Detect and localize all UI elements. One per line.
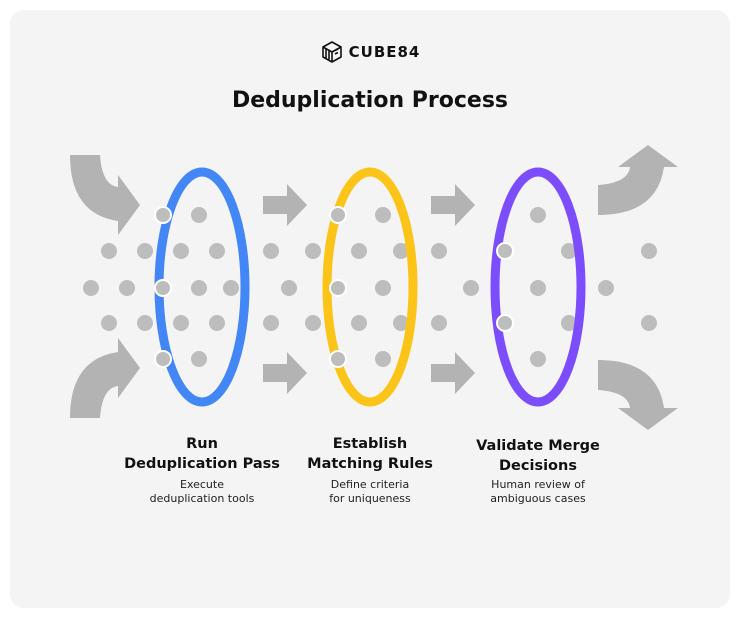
dot bbox=[561, 315, 577, 331]
dot bbox=[83, 280, 99, 296]
dot bbox=[154, 206, 172, 224]
dot bbox=[530, 207, 546, 223]
stage-label-line: Validate Merge bbox=[476, 438, 600, 454]
stage-desc-line: ambiguous cases bbox=[490, 492, 586, 505]
dot bbox=[173, 243, 189, 259]
stage-label-line: Establish bbox=[332, 436, 408, 452]
dot bbox=[101, 315, 117, 331]
dot bbox=[154, 279, 172, 297]
dot bbox=[191, 280, 207, 296]
dot bbox=[329, 206, 347, 224]
dot bbox=[641, 243, 657, 259]
dot bbox=[137, 243, 153, 259]
dot bbox=[561, 243, 577, 259]
dot bbox=[496, 242, 514, 260]
stage-desc-matching: Define criteria for uniqueness bbox=[280, 478, 460, 506]
diagram-card bbox=[10, 10, 730, 608]
stage-desc-line: Execute bbox=[180, 478, 224, 491]
dot bbox=[530, 280, 546, 296]
dot bbox=[375, 280, 391, 296]
stage-label-deduplication: Run Deduplication Pass bbox=[112, 434, 292, 474]
dot bbox=[281, 280, 297, 296]
brand-logo: CUBE84 bbox=[0, 40, 740, 64]
dot bbox=[191, 351, 207, 367]
dot bbox=[305, 243, 321, 259]
dot bbox=[375, 207, 391, 223]
stage-desc-line: deduplication tools bbox=[149, 492, 255, 505]
dot bbox=[393, 243, 409, 259]
dot bbox=[263, 315, 279, 331]
stage-label-line: Deduplication Pass bbox=[124, 456, 280, 472]
dot bbox=[496, 314, 514, 332]
stage-desc-line: for uniqueness bbox=[329, 492, 411, 505]
inbound-curved-arrow-bottom bbox=[70, 338, 140, 418]
dot bbox=[463, 280, 479, 296]
outbound-curved-arrow-top bbox=[598, 145, 678, 215]
dot bbox=[641, 315, 657, 331]
dot bbox=[530, 351, 546, 367]
dot bbox=[431, 315, 447, 331]
brand-name: CUBE84 bbox=[348, 43, 421, 61]
stage-label-line: Matching Rules bbox=[307, 456, 433, 472]
stage-label-line: Run bbox=[186, 436, 218, 452]
dot bbox=[191, 207, 207, 223]
dot bbox=[375, 351, 391, 367]
page-title: Deduplication Process bbox=[231, 88, 509, 113]
dot bbox=[393, 315, 409, 331]
outbound-curved-arrow-bottom bbox=[598, 360, 678, 430]
stage-desc-line: Define criteria bbox=[330, 478, 410, 491]
stage-desc-deduplication: Execute deduplication tools bbox=[112, 478, 292, 506]
dot bbox=[209, 315, 225, 331]
connector-arrow-1-bottom bbox=[263, 352, 307, 394]
cube-logo-icon bbox=[321, 41, 342, 63]
stage-label-validate: Validate Merge Decisions bbox=[448, 436, 628, 476]
dot bbox=[598, 280, 614, 296]
dot bbox=[305, 315, 321, 331]
dot bbox=[119, 280, 135, 296]
stage-ring-validate bbox=[490, 167, 586, 407]
dot bbox=[351, 243, 367, 259]
dot bbox=[154, 350, 172, 368]
inbound-curved-arrow-top bbox=[70, 155, 140, 235]
stage-label-line: Decisions bbox=[499, 458, 577, 474]
dot bbox=[137, 315, 153, 331]
stage-label-matching: Establish Matching Rules bbox=[280, 434, 460, 474]
stage-desc-line: Human review of bbox=[491, 478, 585, 491]
stage-ring-matching bbox=[322, 167, 418, 407]
connector-arrow-2-top bbox=[431, 184, 475, 226]
dot bbox=[223, 280, 239, 296]
dot bbox=[173, 315, 189, 331]
dot bbox=[329, 350, 347, 368]
dot bbox=[431, 243, 447, 259]
connector-arrow-2-bottom bbox=[431, 352, 475, 394]
dot bbox=[101, 243, 117, 259]
dot bbox=[329, 279, 347, 297]
dot bbox=[209, 243, 225, 259]
dot bbox=[351, 315, 367, 331]
connector-arrow-1-top bbox=[263, 184, 307, 226]
stage-desc-validate: Human review of ambiguous cases bbox=[448, 478, 628, 506]
dot bbox=[263, 243, 279, 259]
